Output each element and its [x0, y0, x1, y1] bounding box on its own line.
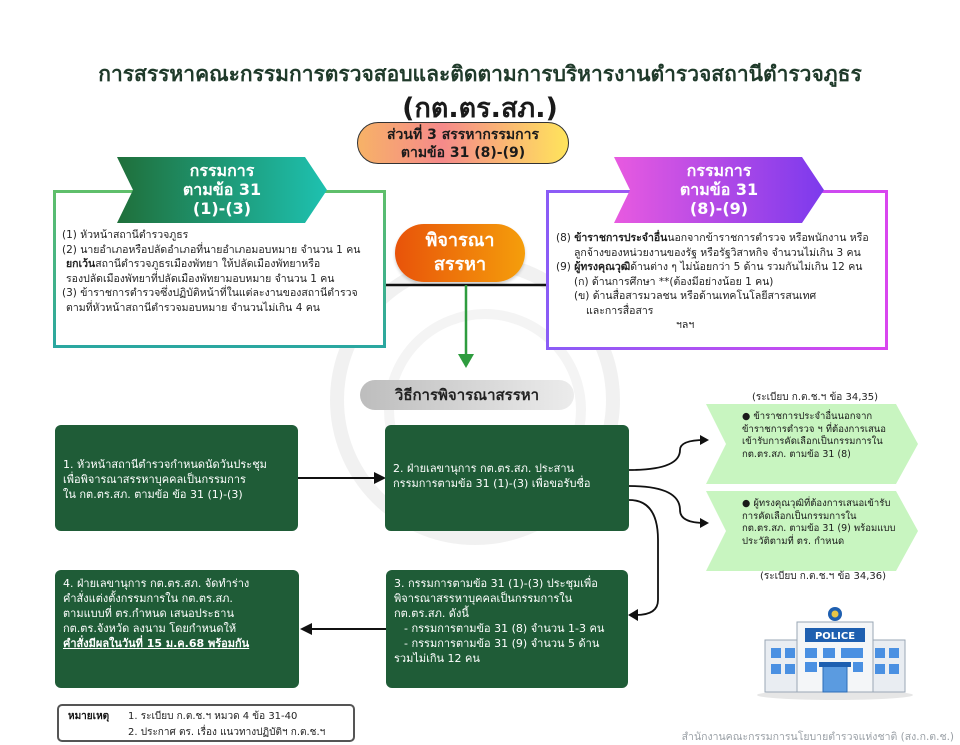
left-committee-banner: กรรมการ ตามข้อ 31 (1)-(3)	[117, 157, 327, 223]
page-title: การสรรหาคณะกรรมการตรวจสอบและติดตามการบริ…	[98, 62, 862, 86]
note-line-1: 1. ระเบียบ ก.ต.ช.ฯ หมวด 4 ข้อ 31-40	[128, 711, 298, 722]
left-committee-list: (1) หัวหน้าสถานีตำรวจภูธร (2) นายอำเภอหร…	[62, 228, 382, 315]
left-committee-box	[53, 190, 386, 348]
right-etc: ฯลฯ	[676, 319, 695, 331]
chevron-box-2: ● ผู้ทรงคุณวุฒิที่ต้องการเสนอเข้ารับ การ…	[706, 491, 918, 571]
footer-agency: สำนักงานคณะกรรมการนโยบายตำรวจแห่งชาติ (ส…	[681, 731, 954, 743]
chevron-2-line: กต.ตร.สภ. ตามข้อ 31 (9) พร้อมแบบ	[742, 523, 896, 534]
chevron-1-line: ข้าราชการตำรวจ ฯ ที่ต้องการเสนอ	[742, 423, 886, 435]
left-item: (2) นายอำเภอหรือปลัดอำเภอที่นายอำเภอมอบห…	[62, 243, 361, 256]
chevron-2-line: ● ผู้ทรงคุณวุฒิที่ต้องการเสนอเข้ารับ	[742, 498, 891, 509]
step-1-line: 1. หัวหน้าสถานีตำรวจกำหนดนัดวันประชุม	[63, 458, 267, 471]
note-line-2: 2. ประกาศ ตร. เรื่อง แนวทางปฏิบัติฯ ก.ต.…	[128, 727, 326, 738]
chevron-shape	[706, 404, 918, 484]
step-2-box: 2. ฝ่ายเลขานุการ กต.ตร.สภ. ประสาน กรรมกา…	[385, 425, 629, 531]
step-2-line: กรรมการตามข้อ 31 (1)-(3) เพื่อขอรับชื่อ	[393, 477, 591, 490]
item9-rest: ด้านต่าง ๆ ไม่น้อยกว่า 5 ด้าน รวมกันไม่เ…	[630, 261, 863, 273]
item9-bold: ผู้ทรงคุณวุฒิ	[574, 261, 631, 273]
chevron-1-text: ข้าราชการประจำอื่นนอกจาก	[753, 411, 873, 422]
step-4-line: กต.ตร.จังหวัด ลงนาม โดยกำหนดให้	[63, 622, 237, 635]
chevron-2-line: ประวัติตามที่ ตร. กำหนด	[742, 535, 845, 547]
chevron-1-line: กต.ตร.สภ. ตามข้อ 31 (8)	[742, 448, 851, 460]
police-sign: POLICE	[815, 631, 855, 642]
step-1-line: ใน กต.ตร.สภ. ตามข้อ ข้อ 31 (1)-(3)	[63, 488, 243, 501]
left-banner-line3: (1)-(3)	[192, 199, 252, 218]
right-banner-line2: ตามข้อ 31	[679, 180, 759, 199]
left-bold-fragment: ยกเว้น	[66, 258, 96, 270]
step-3-line: พิจารณาสรรหาบุคคลเป็นกรรมการใน	[394, 592, 573, 605]
step-4-emphasis: คำสั่งมีผลในวันที่ 15 ม.ค.68 พร้อมกัน	[63, 637, 250, 650]
item8-bold: ข้าราชการประจำอื่น	[574, 232, 668, 244]
consider-line1: พิจารณา	[425, 230, 495, 251]
step-3-line: รวมไม่เกิน 12 คน	[394, 652, 480, 665]
regulation-ref-2: (ระเบียบ ก.ต.ช.ฯ ข้อ 34,36)	[760, 571, 887, 582]
note-box	[57, 704, 355, 742]
right-banner-line3: (8)-(9)	[689, 199, 749, 218]
right-committee-list: (8) ข้าราชการประจำอื่นนอกจากข้าราชการตำร…	[556, 231, 888, 333]
method-label: วิธีการพิจารณาสรรหา	[360, 380, 574, 410]
step-2-line: 2. ฝ่ายเลขานุการ กต.ตร.สภ. ประสาน	[393, 462, 575, 475]
right-sub-b: (ข) ด้านสื่อสารมวลชน หรือด้านเทคโนโลยีสา…	[574, 290, 817, 302]
step-4-line: คำสั่งแต่งตั้งกรรมการใน กต.ตร.สภ.	[63, 592, 233, 605]
arrow-down-icon	[458, 354, 474, 368]
left-banner-line2: ตามข้อ 31	[182, 180, 262, 199]
page-subtitle: (กต.ตร.สภ.)	[402, 93, 558, 124]
part-3-pill: ส่วนที่ 3 สรรหากรรมการ ตามข้อ 31 (8)-(9)	[357, 122, 569, 164]
left-item-rest: สถานีตำรวจภูธรเมืองพัทยา ให้ปลัดเมืองพัท…	[95, 258, 321, 270]
consider-line2: สรรหา	[433, 254, 487, 275]
left-item: ตามที่หัวหน้าสถานีตำรวจมอบหมาย จำนวนไม่เ…	[66, 301, 320, 314]
banner-arrow-shape	[117, 157, 327, 223]
right-item-9: (9) ผู้ทรงคุณวุฒิด้านต่าง ๆ ไม่น้อยกว่า …	[556, 260, 888, 275]
step-4-line: ตามแบบที่ ตร.กำหนด เสนอประธาน	[63, 607, 234, 620]
note-label: หมายเหตุ	[68, 711, 110, 722]
left-banner-line1: กรรมการ	[189, 161, 255, 180]
chevron-2-text: ผู้ทรงคุณวุฒิที่ต้องการเสนอเข้ารับ	[753, 498, 891, 509]
right-item-8: (8) ข้าราชการประจำอื่นนอกจากข้าราชการตำร…	[556, 231, 888, 246]
left-item: รองปลัดเมืองพัทยาที่ปลัดเมืองพัทยามอบหมา…	[66, 272, 335, 285]
step-3-line: - กรรมการตามข้อ 31 (8) จำนวน 1-3 คน	[404, 622, 605, 635]
step-3-line: กต.ตร.สภ. ดังนี้	[394, 607, 469, 620]
part-pill-line1: ส่วนที่ 3 สรรหากรรมการ	[387, 127, 539, 143]
banner-arrow-shape	[614, 157, 824, 223]
chevron-shape	[706, 491, 918, 571]
left-item: (3) ข้าราชการตำรวจซึ่งปฏิบัติหน้าที่ในแต…	[62, 287, 358, 299]
consider-pill: พิจารณา สรรหา	[395, 224, 525, 282]
right-sub-b2: และการสื่อสาร	[586, 304, 654, 317]
left-item: (1) หัวหน้าสถานีตำรวจภูธร	[62, 229, 189, 241]
item8-rest: นอกจากข้าราชการตำรวจ หรือพนักงาน หรือ	[667, 232, 869, 244]
step-1-box: 1. หัวหน้าสถานีตำรวจกำหนดนัดวันประชุม เพ…	[55, 425, 298, 531]
step-1-line: เพื่อพิจารณาสรรหาบุคคลเป็นกรรมการ	[63, 473, 246, 486]
left-item: ยกเว้นสถานีตำรวจภูธรเมืองพัทยา ให้ปลัดเม…	[62, 257, 382, 272]
right-item-8-line2: ลูกจ้างของหน่วยงานของรัฐ หรือรัฐวิสาหกิจ…	[574, 246, 861, 259]
part-pill-line2: ตามข้อ 31 (8)-(9)	[400, 145, 526, 161]
item8-prefix: (8)	[556, 232, 575, 244]
item9-prefix: (9)	[556, 261, 575, 273]
step-3-line: - กรรมการตามข้อ 31 (9) จำนวน 5 ด้าน	[404, 637, 600, 650]
chevron-2-line: การคัดเลือกเป็นกรรมการใน	[742, 510, 857, 522]
step-4-line: 4. ฝ่ายเลขานุการ กต.ตร.สภ. จัดทำร่าง	[63, 577, 250, 590]
regulation-ref-1: (ระเบียบ ก.ต.ช.ฯ ข้อ 34,35)	[752, 392, 879, 403]
chevron-1-line: เข้ารับการคัดเลือกเป็นกรรมการใน	[742, 436, 883, 447]
step-4-box: 4. ฝ่ายเลขานุการ กต.ตร.สภ. จัดทำร่าง คำส…	[55, 570, 299, 688]
chevron-1-line: ● ข้าราชการประจำอื่นนอกจาก	[742, 411, 873, 422]
step-3-box: 3. กรรมการตามข้อ 31 (1)-(3) ประชุมเพื่อ …	[386, 570, 628, 688]
chevron-box-1: ● ข้าราชการประจำอื่นนอกจาก ข้าราชการตำรว…	[706, 404, 918, 484]
step-3-line: 3. กรรมการตามข้อ 31 (1)-(3) ประชุมเพื่อ	[394, 577, 598, 590]
right-committee-banner: กรรมการ ตามข้อ 31 (8)-(9)	[614, 157, 824, 223]
right-banner-line1: กรรมการ	[686, 161, 752, 180]
right-sub-a: (ก) ด้านการศึกษา **(ต้องมีอย่างน้อย 1 คน…	[574, 275, 774, 288]
police-building-icon: POLICE	[757, 607, 913, 700]
